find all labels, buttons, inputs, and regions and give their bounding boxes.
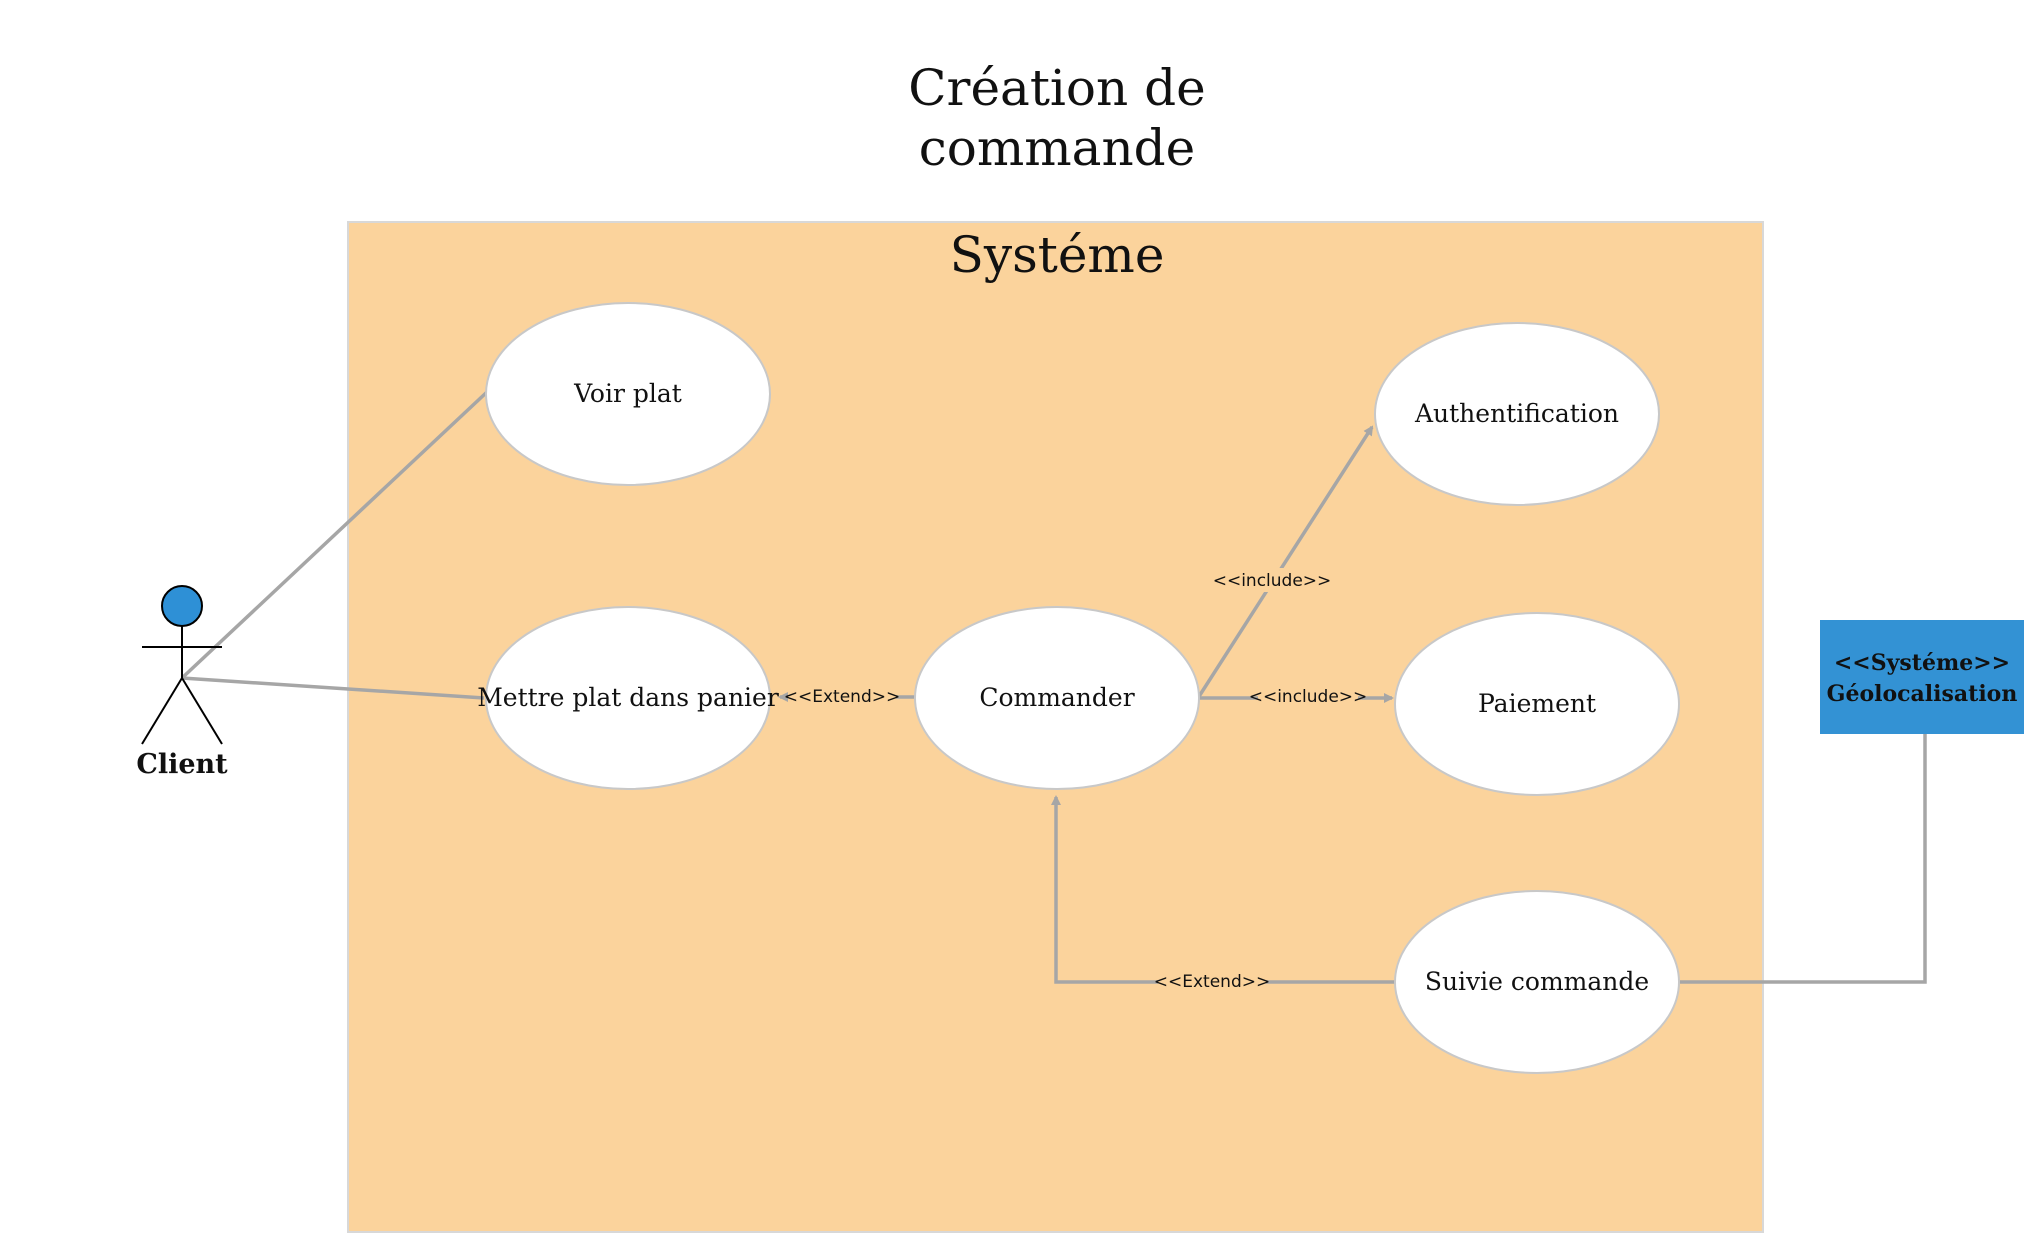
extend-label-bg-1	[788, 684, 896, 708]
use-case-authentification-label: Authentification	[1414, 399, 1619, 428]
use-case-voir-plat[interactable]: Voir plat	[485, 302, 771, 486]
use-case-voir-plat-label: Voir plat	[573, 379, 682, 408]
use-case-paiement-label: Paiement	[1478, 689, 1596, 718]
extend-label-bg-2	[1158, 969, 1266, 993]
extend-label-mettre-plat: <<Extend>>	[784, 687, 900, 707]
include-label-paiement: <<include>>	[1249, 687, 1368, 707]
actor-client[interactable]: Client	[136, 585, 228, 780]
include-label-bg-2	[1258, 685, 1358, 709]
association-client-voir-plat	[180, 390, 489, 680]
use-case-suivie-commande-label: Suivie commande	[1425, 967, 1649, 996]
use-case-commander[interactable]: Commander	[914, 606, 1200, 790]
association-suivie-geolocalisation	[1680, 734, 1927, 984]
external-system-name: Géolocalisation	[1827, 681, 2018, 707]
actor-right-leg	[181, 677, 223, 745]
diagram-title-line2: commande	[919, 119, 1196, 177]
use-case-mettre-plat-dans-panier[interactable]: Mettre plat dans panier	[477, 606, 779, 790]
include-label-authentification: <<include>>	[1213, 571, 1332, 591]
system-label: Systéme	[950, 226, 1165, 284]
external-system-stereotype: <<Systéme>>	[1834, 650, 2010, 676]
use-case-authentification[interactable]: Authentification	[1374, 322, 1660, 506]
diagram-title-line1: Création de	[908, 59, 1205, 117]
extend-suivie-commander	[1051, 795, 1396, 984]
actor-head-icon	[161, 585, 203, 627]
association-client-mettre-plat	[181, 676, 485, 700]
include-commander-authentification	[1196, 425, 1374, 699]
include-label-bg-1	[1222, 568, 1322, 592]
extend-label-suivie: <<Extend>>	[1154, 972, 1270, 992]
use-case-suivie-commande[interactable]: Suivie commande	[1394, 890, 1680, 1074]
use-case-commander-label: Commander	[979, 683, 1134, 712]
use-case-mettre-plat-label: Mettre plat dans panier	[477, 683, 779, 712]
actor-left-leg	[141, 677, 183, 745]
actor-label: Client	[136, 749, 228, 780]
external-system-box	[1820, 620, 2024, 734]
use-case-paiement[interactable]: Paiement	[1394, 612, 1680, 796]
external-system-geolocalisation[interactable]: <<Systéme>> Géolocalisation	[1820, 620, 2024, 734]
